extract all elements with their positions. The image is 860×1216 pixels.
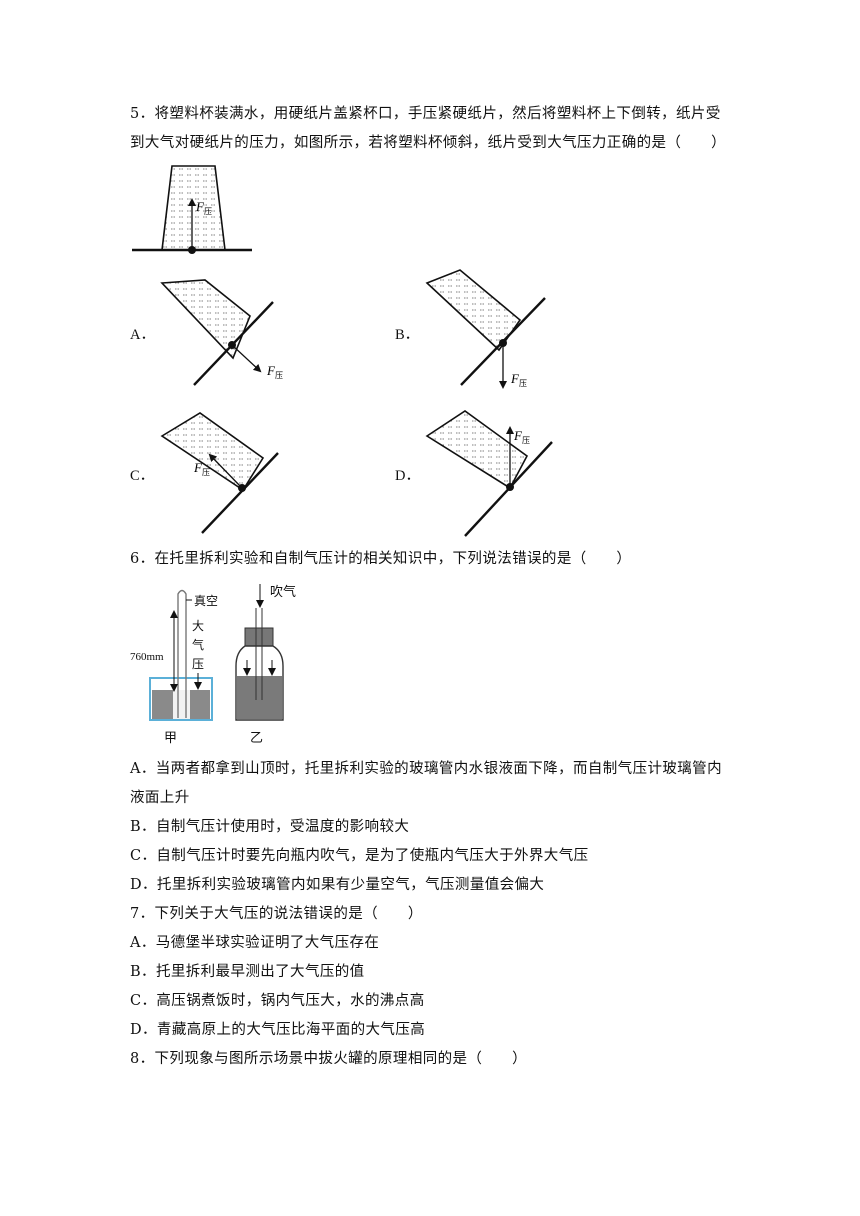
- q6-stem: 6．在托里拆利实验和自制气压计的相关知识中，下列说法错误的是（ ）: [130, 551, 632, 567]
- q7-stem: 7．下列关于大气压的说法错误的是（ ）: [130, 906, 423, 922]
- q5-b-force-label: F: [510, 371, 520, 386]
- q5-b-force-sub: 压: [519, 379, 527, 388]
- height-label: 760mm: [130, 651, 164, 663]
- q5-option-d-figure[interactable]: F 压: [415, 406, 565, 538]
- q5-c-force-label: F: [193, 460, 203, 475]
- blow-label: 吹气: [270, 584, 296, 599]
- q5-option-b-figure[interactable]: F 压: [415, 265, 565, 390]
- q6-option-c[interactable]: C．自制气压计时要先向瓶内吹气，是为了使瓶内气压大于外界大气压: [130, 848, 589, 864]
- q5-a-force-sub: 压: [275, 371, 283, 380]
- q5-option-c-figure[interactable]: F 压: [150, 408, 300, 536]
- q5-force-sub: 压: [204, 207, 212, 216]
- q5-option-a-figure[interactable]: F 压: [150, 268, 300, 388]
- q8-stem: 8．下列现象与图所示场景中拔火罐的原理相同的是（ ）: [130, 1051, 528, 1067]
- q5-c-force-sub: 压: [202, 468, 210, 477]
- q6-option-a-line2[interactable]: 液面上升: [130, 790, 190, 806]
- yi-label: 乙: [250, 730, 263, 745]
- q6-option-a-line1[interactable]: A．当两者都拿到山顶时，托里拆利实验的玻璃管内水银液面下降，而自制气压计玻璃管内: [130, 761, 722, 777]
- atm-label-1: 大: [192, 619, 204, 633]
- q5-stem-line2: 到大气对硬纸片的压力，如图所示，若将塑料杯倾斜，纸片受到大气压力正确的是（ ）: [130, 135, 726, 151]
- q5-option-b-label[interactable]: B．: [395, 327, 420, 343]
- q5-stem-line1: 5．将塑料杯装满水，用硬纸片盖紧杯口，手压紧硬纸片，然后将塑料杯上下倒转，纸片受: [130, 106, 721, 122]
- atm-label-3: 压: [192, 657, 204, 671]
- q6-figure: 真空 760mm 大 气 压 甲 吹气 乙: [130, 584, 296, 745]
- q7-option-d[interactable]: D．青藏高原上的大气压比海平面的大气压高: [130, 1022, 426, 1038]
- q5-a-force-label: F: [266, 363, 276, 378]
- q5-option-c-label[interactable]: C．: [130, 468, 155, 484]
- vacuum-label: 真空: [194, 594, 218, 608]
- atm-label-2: 气: [192, 637, 204, 652]
- q7-option-b[interactable]: B．托里拆利最早测出了大气压的值: [130, 964, 365, 980]
- q5-force-label: F: [195, 199, 205, 214]
- q7-option-c[interactable]: C．高压锅煮饭时，锅内气压大，水的沸点高: [130, 993, 425, 1009]
- q6-option-d[interactable]: D．托里拆利实验玻璃管内如果有少量空气，气压测量值会偏大: [130, 877, 545, 893]
- q5-d-force-label: F: [513, 428, 523, 443]
- jia-label: 甲: [164, 730, 177, 745]
- q5-reference-figure: F 压: [132, 165, 252, 254]
- q7-option-a[interactable]: A．马德堡半球实验证明了大气压存在: [130, 935, 380, 951]
- q5-option-a-label[interactable]: A．: [130, 327, 155, 343]
- q5-option-d-label[interactable]: D．: [395, 468, 420, 484]
- q6-option-b[interactable]: B．自制气压计使用时，受温度的影响较大: [130, 819, 410, 835]
- q5-d-force-sub: 压: [522, 436, 530, 445]
